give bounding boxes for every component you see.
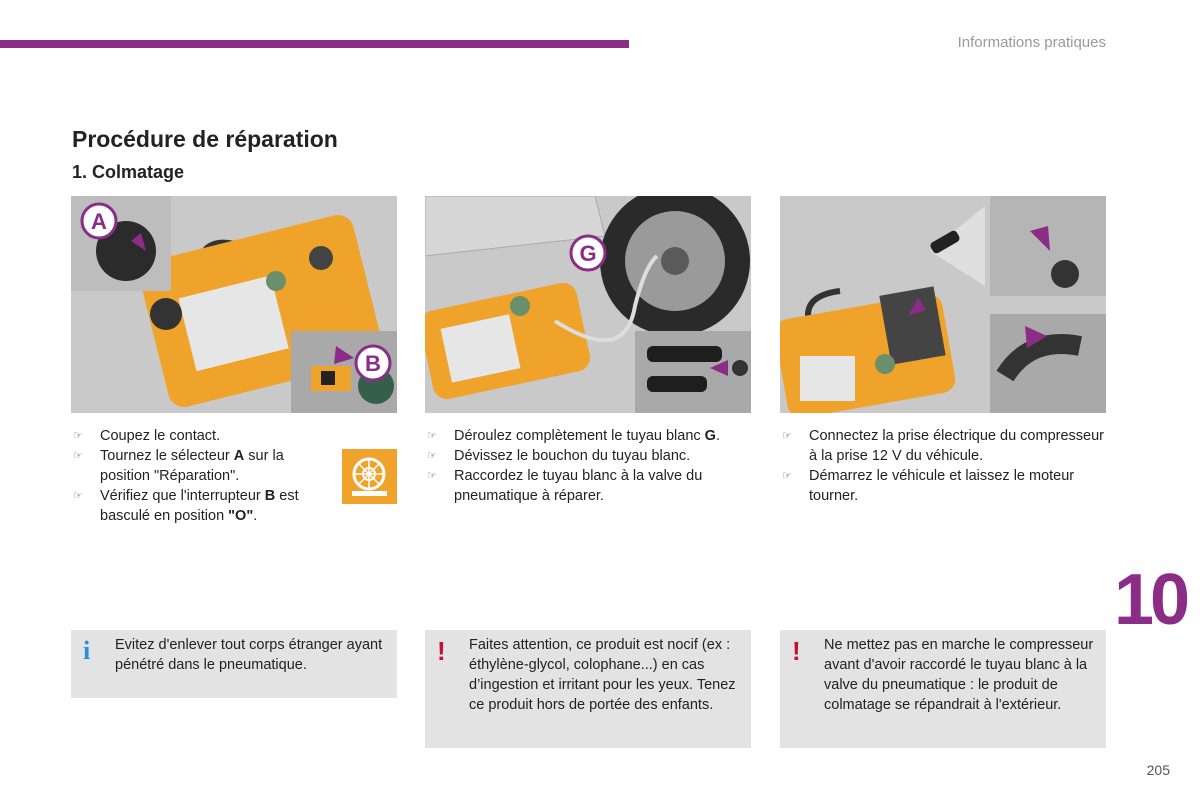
info-note: i Evitez d'enlever tout corps étranger a…	[71, 630, 397, 698]
steps-column-3: ☞ Connectez la prise électrique du compre…	[780, 426, 1106, 506]
list-item: ☞ Raccordez le tuyau blanc à la valve du …	[425, 466, 751, 506]
section-label: Informations pratiques	[957, 34, 1106, 51]
list-item: ☞ Vérifiez que l'interrupteur B est bascu…	[71, 486, 336, 526]
step-text: est basculé en position	[100, 488, 299, 524]
svg-text:B: B	[365, 351, 381, 376]
chapter-number: 10	[1114, 560, 1190, 640]
info-icon: i	[83, 636, 91, 665]
callout-a-icon: A	[80, 202, 118, 240]
step-ref: A	[233, 448, 245, 464]
step-text: Connectez la prise électrique du compres…	[809, 428, 1104, 464]
warning-icon: !	[792, 636, 801, 666]
callout-g-icon: G	[569, 234, 607, 272]
callout-b-icon: B	[354, 344, 392, 382]
step-text: .	[253, 508, 258, 524]
header-accent-bar	[0, 40, 629, 48]
page-title: Procédure de réparation	[72, 126, 338, 152]
note-text: Ne mettez pas en marche le compresseur a…	[824, 637, 1094, 713]
list-item: ☞ Démarrez le véhicule et laissez le mote…	[780, 466, 1106, 506]
pointing-hand-icon: ☞	[73, 430, 83, 442]
list-item: ☞ Coupez le contact.	[71, 426, 336, 446]
note-text: Faites attention, ce produit est nocif (…	[469, 637, 736, 713]
pointing-hand-icon: ☞	[427, 450, 437, 462]
step-text: Démarrez le véhicule et laissez le moteu…	[809, 468, 1075, 504]
step-text: Coupez le contact.	[100, 428, 221, 444]
step-text: Raccordez le tuyau blanc à la valve du p…	[454, 468, 703, 504]
note-text: Evitez d'enlever tout corps étranger aya…	[115, 637, 383, 673]
pointing-hand-icon: ☞	[782, 430, 792, 442]
pointing-hand-icon: ☞	[427, 470, 437, 482]
list-item: ☞ Déroulez complètement le tuyau blanc G.	[425, 426, 751, 446]
svg-text:A: A	[91, 209, 107, 234]
pointing-hand-icon: ☞	[73, 450, 83, 462]
step-text: Tournez le sélecteur	[100, 448, 234, 464]
steps-column-2: ☞ Déroulez complètement le tuyau blanc G.…	[425, 426, 751, 506]
warning-note-compressor: ! Ne mettez pas en marche le compresseur…	[780, 630, 1106, 748]
figure-kit-selector: A B	[71, 196, 397, 413]
warning-icon: !	[437, 636, 446, 666]
section-subtitle: 1. Colmatage	[72, 162, 185, 182]
figure-plug-12v	[780, 196, 1106, 413]
page-number: 205	[1146, 762, 1170, 778]
pointing-hand-icon: ☞	[782, 470, 792, 482]
step-text: Dévissez le bouchon du tuyau blanc.	[454, 448, 691, 464]
list-item: ☞ Dévissez le bouchon du tuyau blanc.	[425, 446, 751, 466]
step-text: sur la position "Réparation".	[100, 448, 284, 484]
pointing-hand-icon: ☞	[73, 490, 83, 502]
pointing-hand-icon: ☞	[427, 430, 437, 442]
step-text: .	[715, 428, 720, 444]
steps-column-1: ☞ Coupez le contact. ☞ Tournez le sélecteu…	[71, 426, 336, 526]
list-item: ☞ Connectez la prise électrique du compre…	[780, 426, 1106, 466]
step-ref: "O"	[228, 508, 254, 524]
step-ref: B	[264, 488, 276, 504]
list-item: ☞ Tournez le sélecteur A sur la position …	[71, 446, 336, 486]
warning-note-toxic: ! Faites attention, ce produit est nocif…	[425, 630, 751, 748]
svg-text:G: G	[579, 241, 596, 266]
step-text: Vérifiez que l'interrupteur	[100, 488, 265, 504]
step-text: Déroulez complètement le tuyau blanc	[454, 428, 705, 444]
figure-hose-tyre: G	[425, 196, 751, 413]
repair-mode-icon	[342, 449, 397, 504]
step-ref: G	[704, 428, 716, 444]
